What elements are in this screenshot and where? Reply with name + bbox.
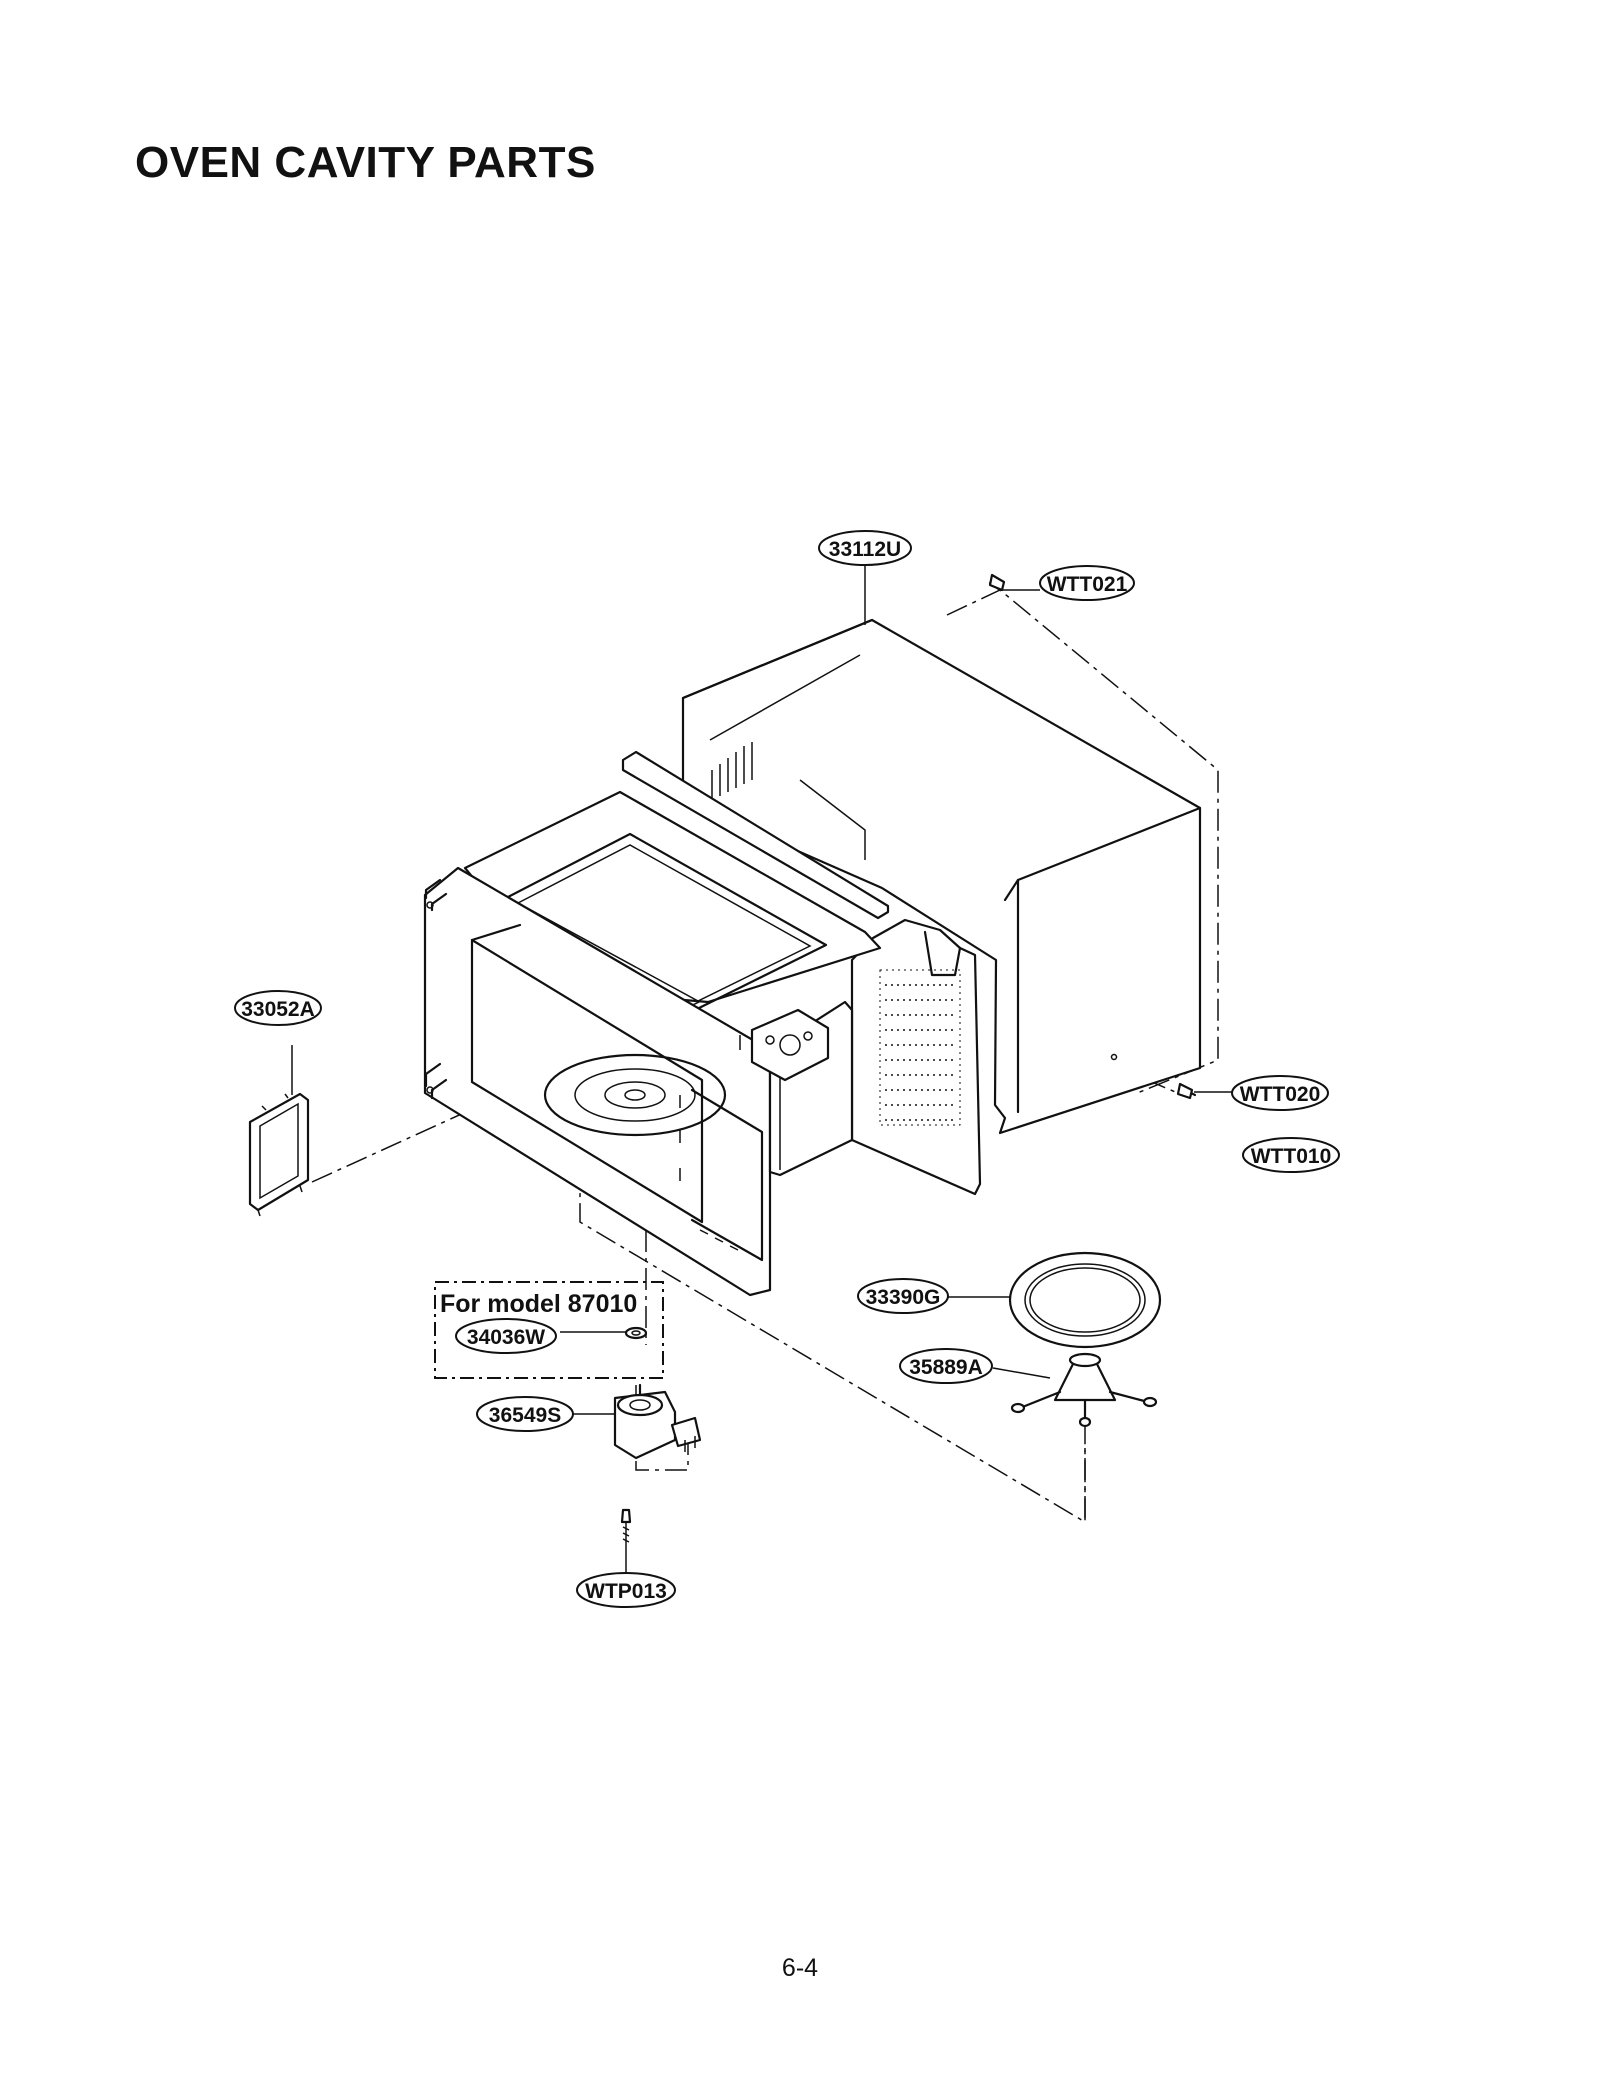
callout-33390G: 33390G [857, 1278, 949, 1314]
glass-tray [1008, 1251, 1162, 1349]
svg-text:33390G: 33390G [866, 1286, 941, 1309]
callout-WTT010: WTT010 [1242, 1137, 1340, 1173]
screw-wtp013 [620, 1508, 632, 1578]
callout-33112U: 33112U [818, 530, 912, 566]
coupler [624, 1326, 648, 1340]
callout-WTP013: WTP013 [576, 1572, 676, 1608]
callout-33052A: 33052A [234, 990, 322, 1026]
cover-plate [248, 1092, 310, 1217]
svg-text:36549S: 36549S [489, 1404, 561, 1427]
callout-35889A: 35889A [899, 1348, 993, 1384]
leader-lines [291, 565, 1051, 1415]
svg-text:35889A: 35889A [909, 1356, 983, 1379]
svg-text:33112U: 33112U [829, 538, 901, 561]
svg-text:33052A: 33052A [241, 998, 315, 1021]
page-number: 6-4 [781, 1954, 819, 1982]
svg-text:WTT010: WTT010 [1251, 1145, 1332, 1168]
turntable-motor [613, 1383, 702, 1460]
screw-wtt020 [1176, 1082, 1233, 1100]
model-note-box: For model 87010 [434, 1281, 664, 1379]
svg-text:WTP013: WTP013 [585, 1580, 667, 1603]
page-title: OVEN CAVITY PARTS [135, 138, 596, 187]
callout-34036W: 34036W [455, 1318, 557, 1354]
screw-wtt021 [988, 573, 1040, 592]
svg-text:WTT020: WTT020 [1240, 1083, 1321, 1106]
svg-text:34036W: 34036W [467, 1326, 545, 1349]
oven-cavity [423, 750, 890, 1297]
model-note-label: For model 87010 [440, 1290, 637, 1318]
callout-36549S: 36549S [476, 1396, 574, 1432]
callout-WTT020: WTT020 [1231, 1075, 1329, 1111]
cavity-back-panel [850, 918, 982, 1196]
outer-case-vent-slots [711, 742, 753, 800]
svg-text:WTT021: WTT021 [1047, 573, 1128, 596]
callout-WTT021: WTT021 [1039, 565, 1135, 601]
roller-guide [1010, 1352, 1158, 1428]
